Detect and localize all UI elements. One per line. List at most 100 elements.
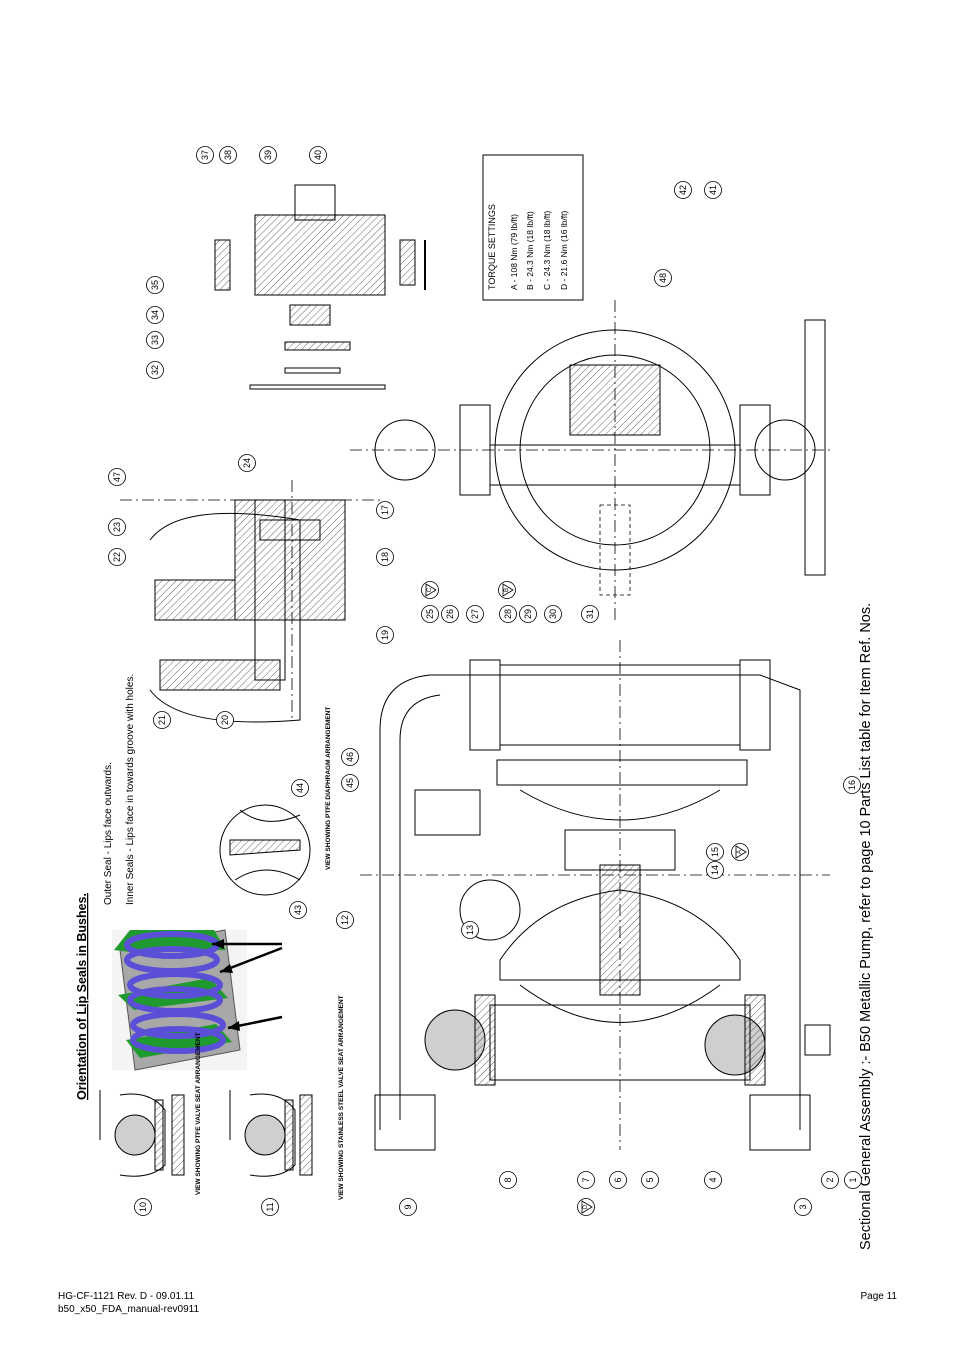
item-ref-12: 12 [336,911,354,929]
item-ref-8: 8 [499,1171,517,1189]
torque-heading: TORQUE SETTINGS [487,204,497,290]
pump-front-section [360,640,831,1151]
item-ref-47: 47 [108,468,126,486]
item-ref-42: 42 [674,181,692,199]
torque-marker-a: A [731,843,749,861]
item-ref-34: 34 [146,306,164,324]
footer-doc-refs: HG-CF-1121 Rev. D - 09.01.11 b50_x50_FDA… [58,1290,199,1316]
item-ref-label: 8 [503,1177,513,1182]
footer-doc-ref: HG-CF-1121 Rev. D - 09.01.11 [58,1291,195,1302]
torque-settings-table: TORQUE SETTINGS A - 108 Nm (79 lb/ft) B … [482,154,584,301]
item-ref-48: 48 [654,269,672,287]
item-ref-6: 6 [609,1171,627,1189]
item-ref-label: 4 [708,1177,718,1182]
item-ref-3: 3 [794,1198,812,1216]
item-ref-1: 1 [844,1171,862,1189]
item-ref-4: 4 [704,1171,722,1189]
item-ref-7: 7 [577,1171,595,1189]
drawing-title: Sectional General Assembly :- B50 Metall… [858,603,874,1250]
item-ref-label: 43 [293,905,303,915]
lip-seals-heading: Orientation of Lip Seals in Bushes. [75,893,89,1100]
item-ref-10: 10 [134,1198,152,1216]
item-ref-label: 30 [548,609,558,619]
torque-marker-label: C [427,587,433,592]
air-valve-exploded [214,184,426,390]
item-ref-30: 30 [544,605,562,623]
item-ref-label: 13 [465,925,475,935]
item-ref-24: 24 [238,454,256,472]
item-ref-18: 18 [376,548,394,566]
item-ref-11: 11 [261,1198,279,1216]
lip-seal-illustration [112,929,283,1071]
item-ref-31: 31 [581,605,599,623]
item-ref-23: 23 [108,518,126,536]
outer-seal-note: Outer Seal - Lips face outwards. [103,762,114,905]
torque-row-c: C - 24.3 Nm (18 lb/ft) [542,210,552,290]
ptfe-diaphragm-detail: VIEW SHOWING PTFE DIAPHRAGM ARRANGEMENT [219,707,332,896]
item-ref-label: 15 [710,847,720,857]
item-ref-label: 41 [708,185,718,195]
torque-marker-label: B [504,588,510,592]
item-ref-label: 1 [848,1177,858,1182]
item-ref-label: 44 [295,783,305,793]
item-ref-label: 18 [380,552,390,562]
ptfe-valve-view-label: VIEW SHOWING PTFE VALVE SEAT ARRANGEMENT [195,1032,202,1195]
item-ref-label: 6 [613,1177,623,1182]
item-ref-label: 45 [345,778,355,788]
inner-seal-note-text: Inner Seals - Lips face in towards groov… [125,674,136,905]
item-ref-label: 25 [425,609,435,619]
torque-row-b: B - 24.3 Nm (18 lb/ft) [525,211,535,290]
item-ref-label: 40 [313,150,323,160]
item-ref-label: 3 [798,1204,808,1209]
torque-marker-label: D [583,1204,589,1209]
item-ref-label: 33 [150,335,160,345]
item-ref-38: 38 [219,146,237,164]
item-ref-label: 48 [658,273,668,283]
item-ref-14: 14 [706,861,724,879]
item-ref-33: 33 [146,331,164,349]
item-ref-label: 29 [523,609,533,619]
item-ref-label: 21 [157,715,167,725]
item-ref-label: 42 [678,185,688,195]
torque-row-d: D - 21.6 Nm (16 lb/ft) [559,210,569,290]
item-ref-26: 26 [441,605,459,623]
item-ref-22: 22 [108,548,126,566]
item-ref-label: 19 [380,630,390,640]
item-ref-37: 37 [196,146,214,164]
item-ref-label: 7 [581,1177,591,1182]
ptfe-diaphragm-label: VIEW SHOWING PTFE DIAPHRAGM ARRANGEMENT [325,707,332,870]
item-ref-label: 38 [223,150,233,160]
item-ref-label: 32 [150,365,160,375]
item-ref-label: 12 [340,915,350,925]
item-ref-label: 23 [112,522,122,532]
item-ref-label: 26 [445,609,455,619]
item-ref-label: 9 [403,1204,413,1209]
torque-markers: A B C D [421,581,749,1216]
item-ref-label: 16 [847,780,857,790]
item-ref-41: 41 [704,181,722,199]
item-ref-label: 35 [150,280,160,290]
item-ref-27: 27 [466,605,484,623]
pump-side-elevation [350,300,830,620]
item-ref-label: 10 [138,1202,148,1212]
item-ref-46: 46 [341,748,359,766]
item-ref-21: 21 [153,711,171,729]
item-ref-label: 14 [710,865,720,875]
item-ref-label: 2 [825,1177,835,1182]
item-ref-43: 43 [289,901,307,919]
item-ref-35: 35 [146,276,164,294]
ss-valve-view-label: VIEW SHOWING STAINLESS STEEL VALVE SEAT … [338,995,345,1200]
item-ref-2: 2 [821,1171,839,1189]
item-ref-label: 11 [265,1202,275,1211]
item-ref-9: 9 [399,1198,417,1216]
item-ref-15: 15 [706,843,724,861]
item-ref-label: 28 [503,609,513,619]
item-ref-29: 29 [519,605,537,623]
item-ref-32: 32 [146,361,164,379]
torque-marker-b: B [498,581,516,599]
item-ref-label: 20 [220,715,230,725]
item-ref-25: 25 [421,605,439,623]
item-ref-45: 45 [341,774,359,792]
